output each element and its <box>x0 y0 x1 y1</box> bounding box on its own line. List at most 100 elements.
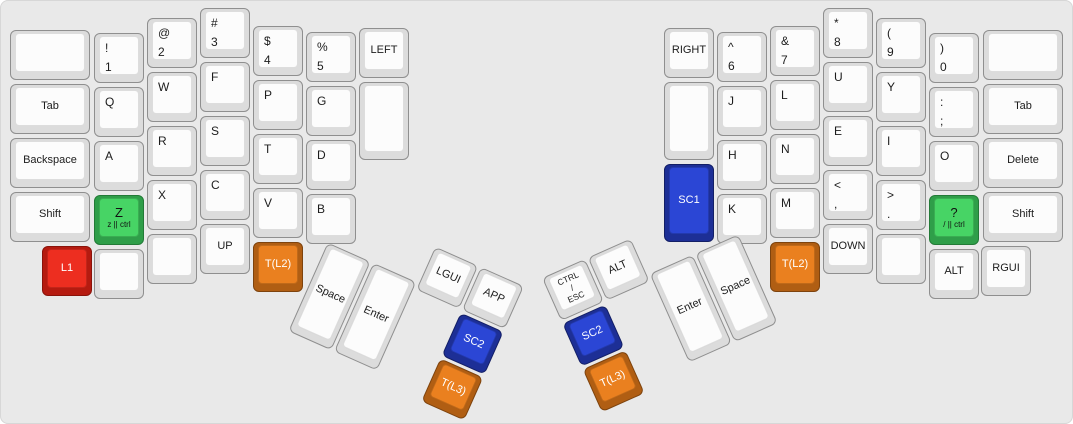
key-semicolon[interactable]: :; <box>929 87 979 137</box>
key-d[interactable]: D <box>306 140 356 190</box>
key-right-arrow[interactable]: RIGHT <box>664 28 714 78</box>
key-8-label: * <box>834 16 839 30</box>
key-x[interactable]: X <box>147 180 197 230</box>
key-s[interactable]: S <box>200 116 250 166</box>
key-sc1[interactable]: SC1 <box>664 164 714 242</box>
key-4[interactable]: $4 <box>253 26 303 76</box>
key-blank-left-inner-tall[interactable] <box>359 82 409 160</box>
key-blank-left-col2-bottom[interactable] <box>94 249 144 299</box>
key-m-label: M <box>781 196 791 210</box>
key-rgui-label: RGUI <box>992 262 1020 274</box>
key-p[interactable]: P <box>253 80 303 130</box>
key-layer-l1[interactable]: L1 <box>42 246 92 296</box>
key-y-surface: Y <box>881 75 921 114</box>
key-slash-surface: ?/ || ctrl <box>934 198 974 237</box>
key-k-surface: K <box>722 197 762 236</box>
key-blank-right-outer-top[interactable] <box>983 30 1063 80</box>
key-tab-left-surface: Tab <box>15 87 85 126</box>
key-blank-right-outer-top-surface <box>988 33 1058 72</box>
key-left-arrow[interactable]: LEFT <box>359 28 409 78</box>
key-7[interactable]: &7 <box>770 26 820 76</box>
key-n[interactable]: N <box>770 134 820 184</box>
key-v[interactable]: V <box>253 188 303 238</box>
key-app-surface: APP <box>469 271 519 320</box>
key-tab-right[interactable]: Tab <box>983 84 1063 134</box>
key-t-l2-left[interactable]: T(L2) <box>253 242 303 292</box>
key-e[interactable]: E <box>823 116 873 166</box>
key-n-surface: N <box>775 137 815 176</box>
key-d-surface: D <box>311 143 351 182</box>
key-semicolon-label: ; <box>940 114 944 128</box>
key-delete[interactable]: Delete <box>983 138 1063 188</box>
key-rgui[interactable]: RGUI <box>981 246 1031 296</box>
key-w-surface: W <box>152 75 192 114</box>
key-backspace[interactable]: Backspace <box>10 138 90 188</box>
key-r[interactable]: R <box>147 126 197 176</box>
key-l[interactable]: L <box>770 80 820 130</box>
key-m-surface: M <box>775 191 815 230</box>
key-b[interactable]: B <box>306 194 356 244</box>
key-space-right-label: Space <box>718 273 752 298</box>
key-blank-left-col3-bottom[interactable] <box>147 234 197 284</box>
key-o[interactable]: O <box>929 141 979 191</box>
key-t[interactable]: T <box>253 134 303 184</box>
key-t-label: T <box>264 142 272 156</box>
key-c[interactable]: C <box>200 170 250 220</box>
key-9[interactable]: (9 <box>876 18 926 68</box>
key-left-arrow-label: LEFT <box>370 44 398 56</box>
key-f[interactable]: F <box>200 62 250 112</box>
key-ctrl-esc-surface: CTRL/ESC <box>547 263 597 312</box>
key-k[interactable]: K <box>717 194 767 244</box>
key-alt-right[interactable]: ALT <box>929 249 979 299</box>
key-right-arrow-label: RIGHT <box>671 44 707 56</box>
key-t-l3-right-label: T(L3) <box>598 367 627 390</box>
key-tab-left[interactable]: Tab <box>10 84 90 134</box>
key-b-surface: B <box>311 197 351 236</box>
key-5[interactable]: %5 <box>306 32 356 82</box>
key-blank-right-inner-tall-surface <box>669 85 709 152</box>
key-a[interactable]: A <box>94 141 144 191</box>
key-g[interactable]: G <box>306 86 356 136</box>
key-t-l2-right[interactable]: T(L2) <box>770 242 820 292</box>
key-t-l2-left-surface: T(L2) <box>258 245 298 284</box>
key-0[interactable]: )0 <box>929 33 979 83</box>
key-blank-right-col5-bottom[interactable] <box>876 234 926 284</box>
key-h[interactable]: H <box>717 140 767 190</box>
key-down-arrow[interactable]: DOWN <box>823 224 873 274</box>
key-blank-left-outer-top[interactable] <box>10 30 90 80</box>
key-w[interactable]: W <box>147 72 197 122</box>
key-blank-right-inner-tall[interactable] <box>664 82 714 160</box>
key-ctrl-esc-label: ESC <box>566 288 587 305</box>
key-alt-thumb-surface: ALT <box>593 243 642 292</box>
key-8[interactable]: *8 <box>823 8 873 58</box>
key-i[interactable]: I <box>876 126 926 176</box>
key-shift-right[interactable]: Shift <box>983 192 1063 242</box>
key-q[interactable]: Q <box>94 87 144 137</box>
key-semicolon-surface: :; <box>934 90 974 129</box>
key-blank-left-col2-bottom-surface <box>99 252 139 291</box>
key-comma[interactable]: <, <box>823 170 873 220</box>
key-u[interactable]: U <box>823 62 873 112</box>
key-6[interactable]: ^6 <box>717 32 767 82</box>
key-3[interactable]: #3 <box>200 8 250 58</box>
key-1[interactable]: !1 <box>94 33 144 83</box>
key-shift-left[interactable]: Shift <box>10 192 90 242</box>
key-up-arrow-surface: UP <box>205 227 245 266</box>
key-lgui-surface: LGUI <box>424 251 473 300</box>
key-v-surface: V <box>258 191 298 230</box>
key-slash[interactable]: ?/ || ctrl <box>929 195 979 245</box>
key-shift-right-label: Shift <box>1011 208 1034 220</box>
key-period[interactable]: >. <box>876 180 926 230</box>
key-7-label: 7 <box>781 53 788 67</box>
key-0-label: 0 <box>940 60 947 74</box>
key-j[interactable]: J <box>717 86 767 136</box>
key-y[interactable]: Y <box>876 72 926 122</box>
key-a-surface: A <box>99 144 139 183</box>
key-t-surface: T <box>258 137 298 176</box>
key-up-arrow[interactable]: UP <box>200 224 250 274</box>
key-m[interactable]: M <box>770 188 820 238</box>
key-2[interactable]: @2 <box>147 18 197 68</box>
key-v-label: V <box>264 196 273 210</box>
key-space-left-label: Space <box>313 281 348 306</box>
